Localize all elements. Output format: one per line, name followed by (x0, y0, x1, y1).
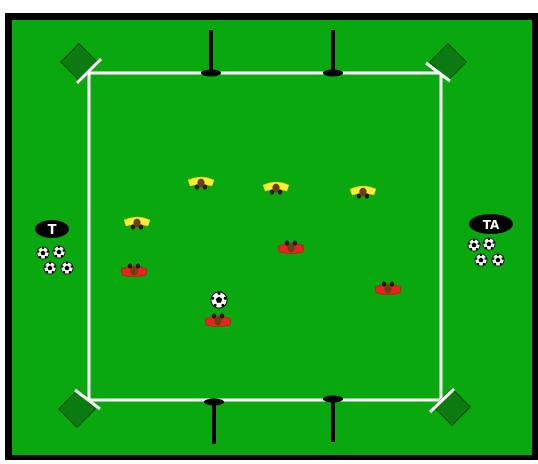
ball-icon (468, 239, 480, 251)
ball-in-play (211, 292, 227, 308)
ball-icon (61, 262, 73, 274)
coach-left-label: T (48, 223, 57, 238)
ball-icon (492, 254, 504, 266)
coach-right-label: TA (483, 218, 500, 232)
ball-icon (475, 254, 487, 266)
ball-icon (53, 246, 65, 258)
ball-icon (483, 238, 495, 250)
coach-right: TA (469, 214, 513, 234)
ball-icon (37, 247, 49, 259)
ball-icon (44, 262, 56, 274)
coach-left: T (35, 220, 69, 238)
